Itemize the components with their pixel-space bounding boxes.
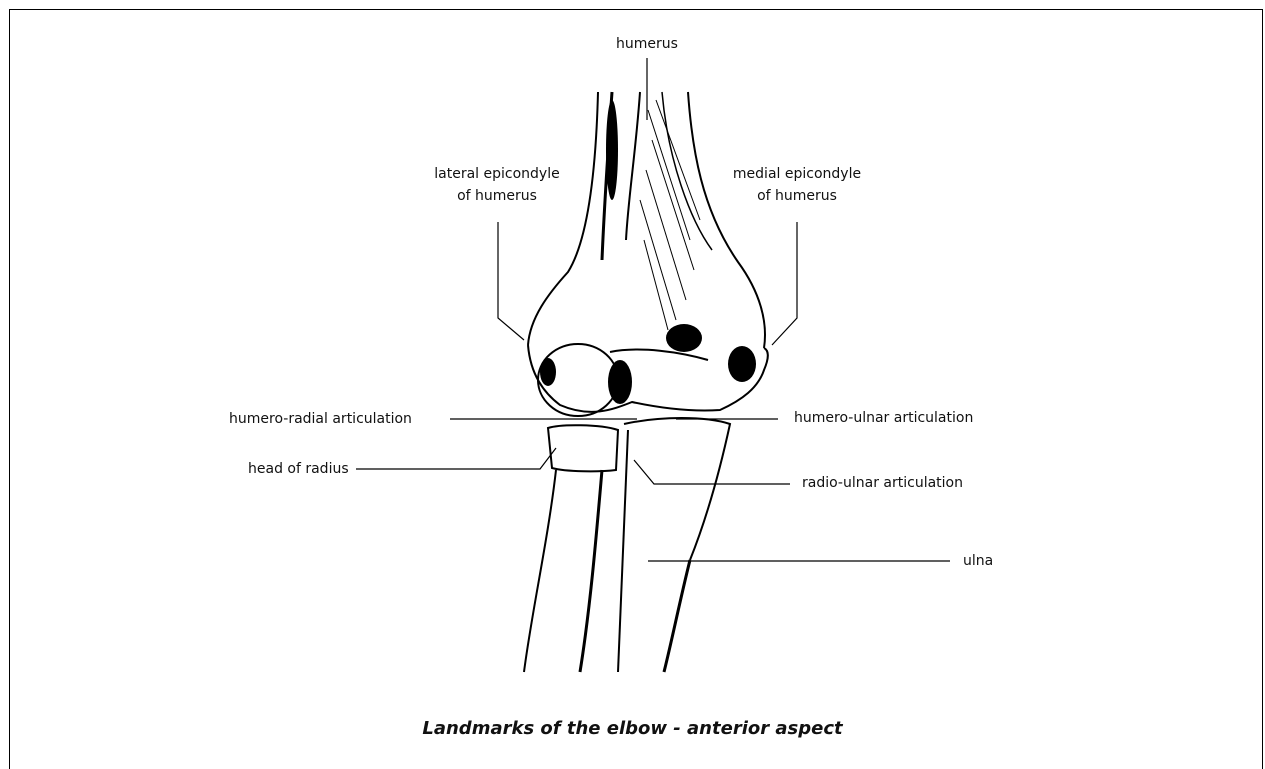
label-lateral-epicondyle-line1: lateral epicondyle — [407, 165, 587, 183]
radius-bone — [524, 425, 618, 672]
label-humero-radial-articulation: humero-radial articulation — [229, 410, 412, 428]
label-ulna: ulna — [963, 552, 993, 570]
label-lateral-epicondyle-line2: of humerus — [407, 187, 587, 205]
humerus-shading — [640, 100, 700, 330]
label-radio-ulnar-articulation: radio-ulnar articulation — [802, 474, 963, 492]
figure-caption: Landmarks of the elbow - anterior aspect — [0, 718, 1265, 739]
label-medial-epicondyle-line1: medial epicondyle — [707, 165, 887, 183]
ulna-bone — [618, 418, 730, 672]
dark-patches — [540, 100, 756, 404]
label-head-of-radius: head of radius — [248, 460, 349, 478]
label-humerus: humerus — [597, 35, 697, 53]
label-humero-ulnar-articulation: humero-ulnar articulation — [794, 409, 973, 427]
label-medial-epicondyle-line2: of humerus — [707, 187, 887, 205]
